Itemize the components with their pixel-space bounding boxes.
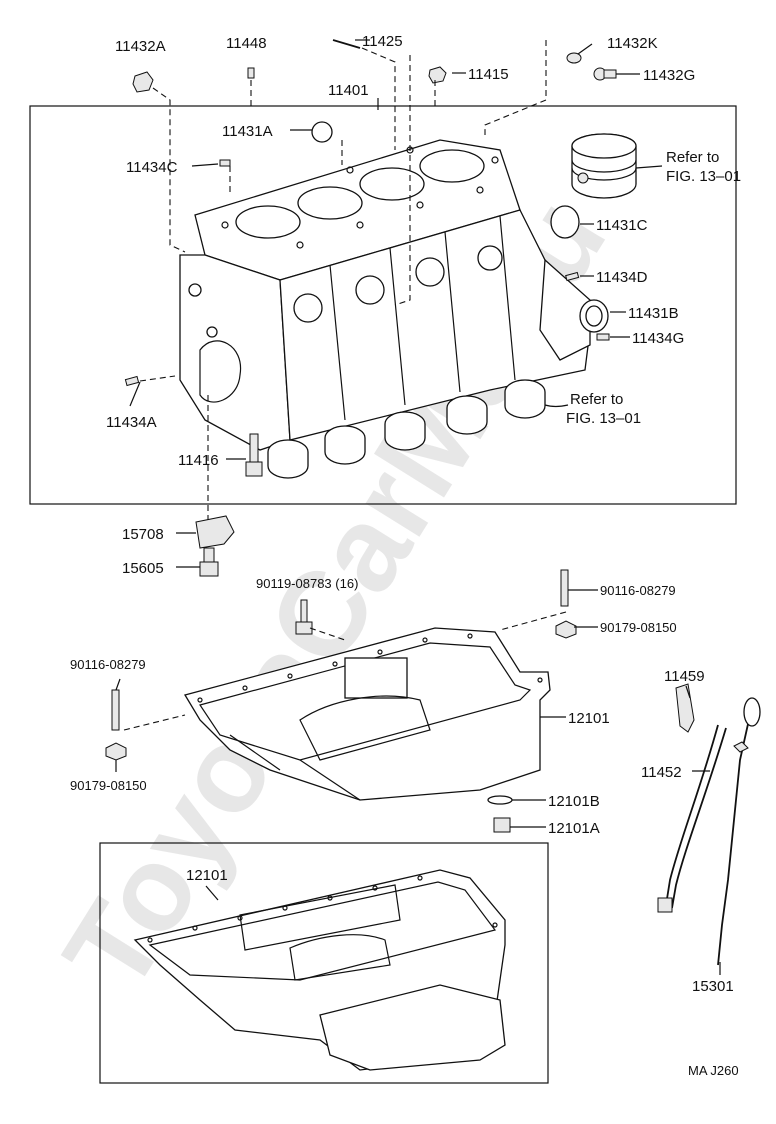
part-labels: 11432A 11448 11425 11432K 11415 11432G 1… xyxy=(70,33,741,1078)
label-11448: 11448 xyxy=(226,35,267,52)
small-parts xyxy=(124,39,617,577)
label-11452: 11452 xyxy=(641,764,682,781)
drain-plug xyxy=(487,795,513,833)
dashed-lines xyxy=(123,40,567,731)
oil-pan-upper xyxy=(183,627,551,801)
label-11432K: 11432K xyxy=(607,35,658,52)
label-11459: 11459 xyxy=(664,668,705,685)
label-12101A: 12101A xyxy=(548,820,600,837)
label-11416: 11416 xyxy=(178,452,219,469)
leader-lines xyxy=(115,39,721,975)
label-11434G: 11434G xyxy=(632,330,684,347)
dipstick-assembly xyxy=(657,683,761,966)
drawing-code: MA J260 xyxy=(688,1063,739,1078)
label-11415: 11415 xyxy=(468,66,509,83)
oil-pan-frame xyxy=(99,842,549,1084)
label-90179-08150-left: 90179-08150 xyxy=(70,778,147,793)
label-fig-13-01-2: FIG. 13–01 xyxy=(566,410,641,427)
label-11431A: 11431A xyxy=(222,123,273,140)
label-15301: 15301 xyxy=(692,978,734,995)
label-12101-lower: 12101 xyxy=(186,867,228,884)
label-11434D: 11434D xyxy=(596,269,648,286)
label-11425: 11425 xyxy=(362,33,403,50)
label-11434C: 11434C xyxy=(126,159,178,176)
label-11434A: 11434A xyxy=(106,414,157,431)
label-11431C: 11431C xyxy=(596,217,648,234)
label-fig-13-01-1: FIG. 13–01 xyxy=(666,168,741,185)
label-90116-08279-right: 90116-08279 xyxy=(600,583,676,598)
label-refer-to-1: Refer to xyxy=(666,149,719,166)
label-11432G: 11432G xyxy=(643,67,695,84)
label-11401: 11401 xyxy=(328,82,369,99)
label-12101B: 12101B xyxy=(548,793,600,810)
label-90179-08150-right: 90179-08150 xyxy=(600,620,677,635)
label-15708: 15708 xyxy=(122,526,164,543)
label-90119-08783: 90119-08783 (16) xyxy=(256,576,358,591)
label-11431B: 11431B xyxy=(628,305,679,322)
studs-and-nuts xyxy=(105,569,577,761)
label-12101: 12101 xyxy=(568,710,610,727)
label-refer-to-2: Refer to xyxy=(570,391,623,408)
oil-pan-lower xyxy=(133,869,506,1071)
main-bearings xyxy=(267,379,546,479)
label-90116-08279-left: 90116-08279 xyxy=(70,657,146,672)
piston xyxy=(571,133,637,199)
engine-block-frame xyxy=(29,105,737,505)
label-11432A: 11432A xyxy=(115,38,166,55)
label-15605: 15605 xyxy=(122,560,164,577)
